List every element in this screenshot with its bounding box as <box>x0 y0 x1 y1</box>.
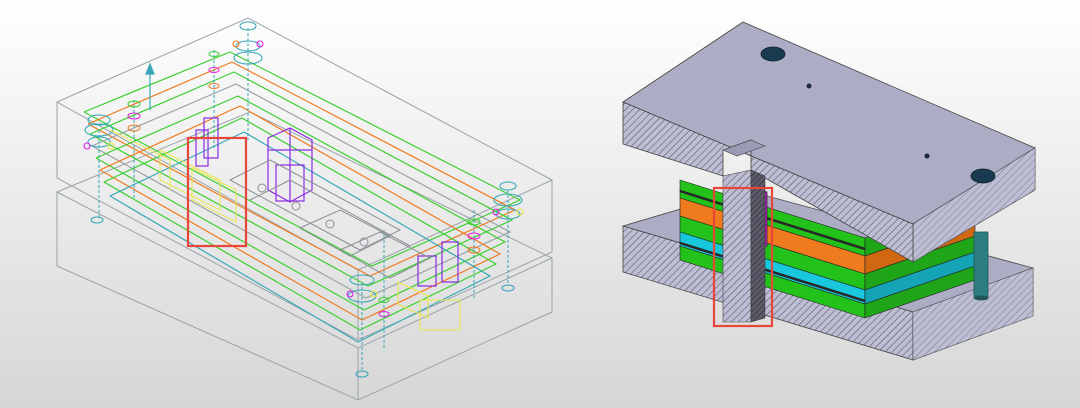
upper-die-shoe <box>622 21 1036 323</box>
axis-triad <box>145 62 155 110</box>
die-set-outline <box>55 17 554 401</box>
wireframe-canvas <box>0 0 565 408</box>
bolt-icon <box>232 21 264 65</box>
guide-pillar <box>973 231 989 301</box>
screw-icon <box>83 114 115 224</box>
top-holes <box>760 46 996 184</box>
plate-edges <box>83 51 522 343</box>
wireframe-view <box>0 0 565 408</box>
strip-parts <box>228 159 432 279</box>
section-view <box>565 0 1080 408</box>
section-canvas <box>565 0 1080 408</box>
pin-stacks <box>127 51 481 317</box>
strip-layout <box>109 129 461 331</box>
guide-pin-icon <box>346 181 524 378</box>
highlight-box-right <box>712 186 774 328</box>
highlight-box-left <box>186 136 248 248</box>
viewport-background <box>0 0 565 408</box>
